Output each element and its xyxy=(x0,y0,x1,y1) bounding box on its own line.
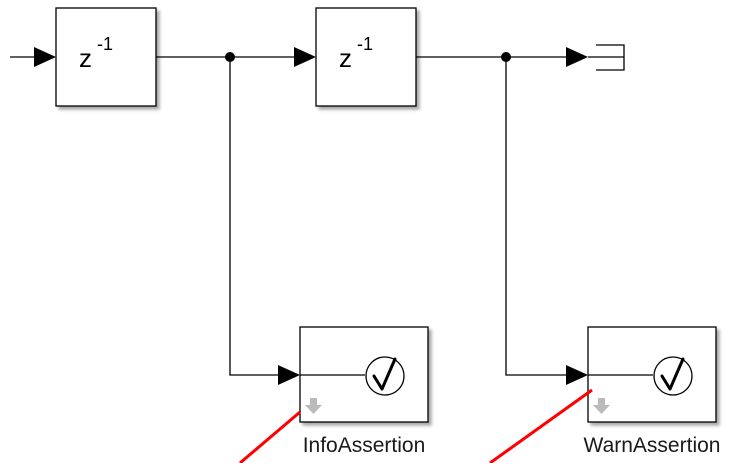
terminator-icon[interactable] xyxy=(588,44,625,71)
check-mark-icon xyxy=(365,356,405,396)
info-assertion-label: InfoAssertion xyxy=(303,434,426,457)
info-assertion-block[interactable] xyxy=(299,326,429,423)
down-arrow-icon xyxy=(593,398,610,414)
delay1-exponent: -1 xyxy=(97,34,113,54)
delay2-exponent: -1 xyxy=(357,34,373,54)
warn-assertion-label: WarnAssertion xyxy=(584,434,721,457)
signal-branch-to-info-assertion[interactable] xyxy=(229,57,300,385)
warn-assertion-block[interactable] xyxy=(587,326,717,423)
unit-delay-block-1[interactable]: z -1 xyxy=(55,7,157,107)
unit-delay-block-2[interactable]: z -1 xyxy=(315,7,417,107)
info-assertion-highlight-line xyxy=(239,410,301,463)
down-arrow-icon xyxy=(305,398,322,414)
signal-line-delay1-out[interactable] xyxy=(156,47,316,67)
input-signal-line[interactable] xyxy=(10,47,56,67)
delay2-label: z xyxy=(339,43,352,73)
delay1-label: z xyxy=(79,43,92,73)
check-mark-icon xyxy=(653,356,693,396)
signal-branch-to-warn-assertion[interactable] xyxy=(505,57,588,385)
warn-assertion-highlight-line xyxy=(489,388,593,463)
signal-line-delay2-out[interactable] xyxy=(416,47,588,67)
